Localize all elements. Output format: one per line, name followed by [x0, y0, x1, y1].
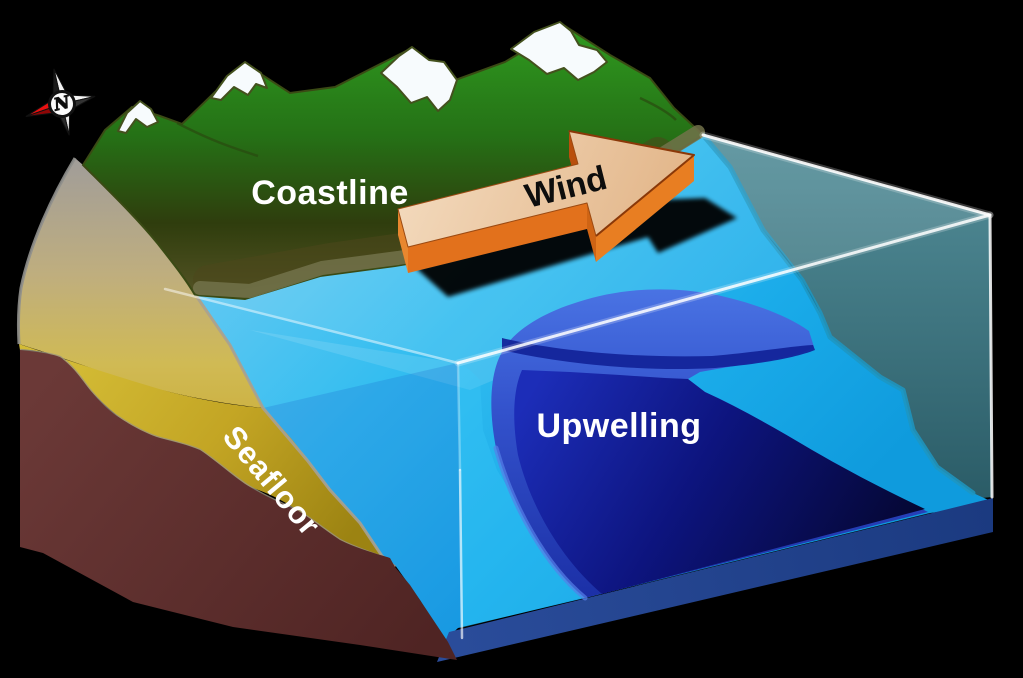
compass-rose: N: [21, 68, 96, 142]
snow-cap-3: [380, 46, 458, 112]
deep-left-wash: [263, 363, 461, 640]
corner-glare: [250, 315, 650, 390]
wind-arrow-barb-face: [587, 203, 596, 262]
coastline-label: Coastline: [251, 174, 409, 212]
snow-caps: [117, 21, 608, 134]
wind-arrow-tail-face: [398, 209, 408, 273]
compass-dial: [48, 90, 76, 118]
upwelling-label: Upwelling: [536, 407, 701, 445]
snow-cap-2: [210, 61, 268, 101]
upwelling-core: [514, 370, 925, 594]
glass-edge-right-vertical: [988, 213, 994, 499]
earth-cross-section: [20, 350, 457, 660]
glass-edge-left-vertical-upper: [456, 361, 462, 472]
snow-cap-1: [117, 100, 159, 134]
teal-side-panel: [703, 135, 992, 505]
wind-arrow: Wind: [397, 130, 695, 273]
glass-edge-front: [456, 213, 992, 365]
glass-edge-back-right: [701, 133, 992, 217]
glass-edge-left-vertical-lower: [458, 468, 464, 640]
glass-tank-edges: [163, 131, 994, 640]
ridge-detail-line-2: [639, 96, 677, 121]
upwelling-rim-highlight: [493, 445, 588, 601]
mountain-range: [81, 24, 705, 301]
wind-arrow-edge-line: [568, 130, 695, 237]
wind-shadow-arrow: [416, 198, 737, 297]
snow-cap-4: [510, 21, 608, 81]
glass-edge-back-left: [163, 287, 460, 365]
compass-north-label: N: [51, 92, 73, 116]
ridge-detail-line: [176, 121, 259, 158]
base-slab: [437, 498, 993, 662]
coastal-cliff: [18, 158, 264, 408]
wind-arrow-tip-face: [596, 155, 694, 262]
sand-waterline: [195, 296, 396, 569]
water-teal-boundary-edge: [700, 132, 976, 496]
upwelling-lip: [502, 338, 815, 370]
wind-arrow-bottom-face: [408, 203, 587, 273]
cliff-edge-line: [16, 157, 77, 345]
